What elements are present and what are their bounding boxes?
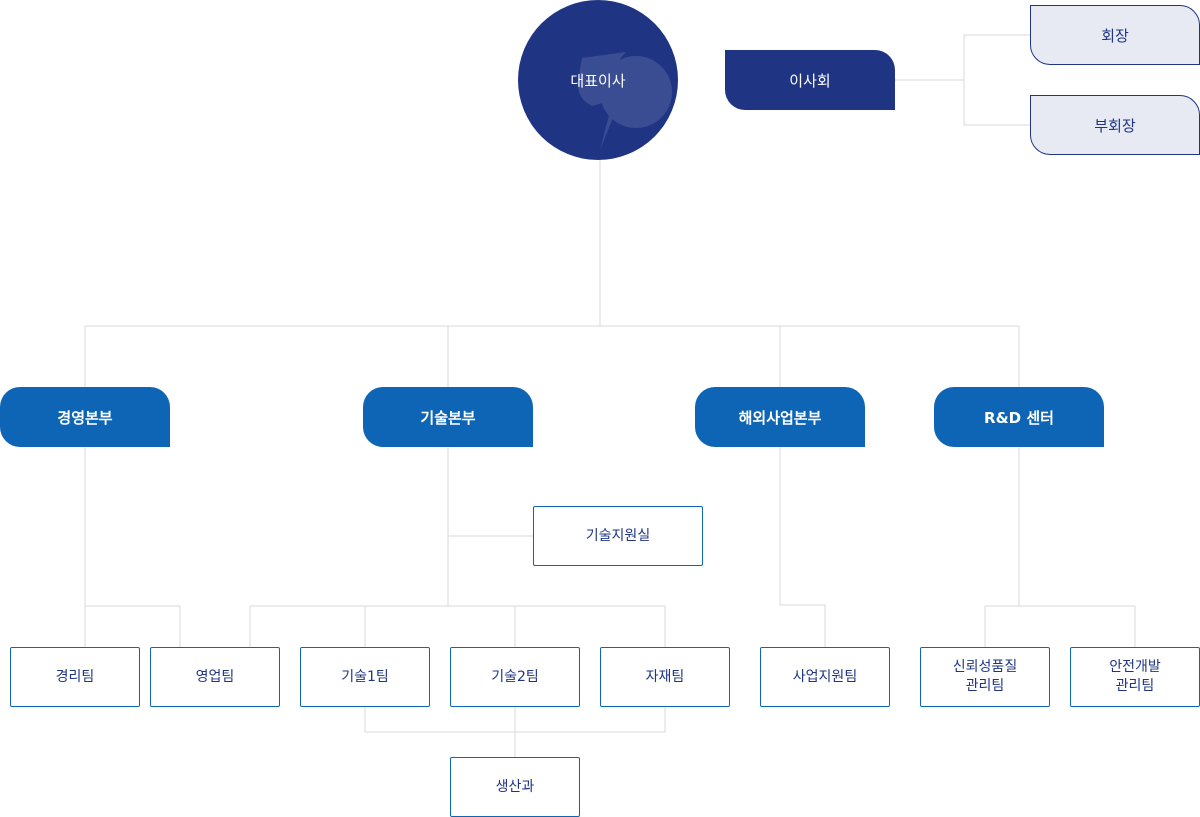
team-sales: 영업팀 xyxy=(150,647,280,707)
team-business-support: 사업지원팀 xyxy=(760,647,890,707)
team-label: 자재팀 xyxy=(645,668,685,685)
team-label: 영업팀 xyxy=(195,668,235,685)
division-rnd: R&D 센터 xyxy=(934,387,1104,447)
team-production: 생산과 xyxy=(450,757,580,817)
division-management: 경영본부 xyxy=(0,387,170,447)
board-label: 이사회 xyxy=(789,71,831,90)
team-label: 사업지원팀 xyxy=(792,668,858,685)
team-label: 안전개발 관리팀 xyxy=(1109,659,1161,694)
team-label: 생산과 xyxy=(495,778,535,795)
team-tech-support: 기술지원실 xyxy=(533,506,703,566)
team-safety-development: 안전개발 관리팀 xyxy=(1070,647,1200,707)
chairman-label: 회장 xyxy=(1101,26,1129,45)
vice-chairman-node: 부회장 xyxy=(1030,95,1200,155)
team-tech-2: 기술2팀 xyxy=(450,647,580,707)
ceo-label: 대표이사 xyxy=(570,71,626,90)
ceo-node: 대표이사 xyxy=(518,0,678,160)
board-node: 이사회 xyxy=(725,50,895,110)
division-label: 해외사업본부 xyxy=(738,408,822,427)
division-overseas: 해외사업본부 xyxy=(695,387,865,447)
team-accounting: 경리팀 xyxy=(10,647,140,707)
division-technology: 기술본부 xyxy=(363,387,533,447)
team-label: 기술1팀 xyxy=(341,668,389,685)
division-label: 경영본부 xyxy=(57,408,113,427)
team-label: 경리팀 xyxy=(55,668,95,685)
lightning-logo-icon xyxy=(577,52,672,150)
chairman-node: 회장 xyxy=(1030,5,1200,65)
division-label: 기술본부 xyxy=(420,408,476,427)
team-tech-1: 기술1팀 xyxy=(300,647,430,707)
team-reliability-quality: 신뢰성품질 관리팀 xyxy=(920,647,1050,707)
team-label: 신뢰성품질 관리팀 xyxy=(952,659,1018,694)
vice-chairman-label: 부회장 xyxy=(1094,116,1136,135)
division-label: R&D 센터 xyxy=(984,408,1054,427)
team-label: 기술2팀 xyxy=(491,668,539,685)
team-materials: 자재팀 xyxy=(600,647,730,707)
team-label: 기술지원실 xyxy=(585,527,651,544)
